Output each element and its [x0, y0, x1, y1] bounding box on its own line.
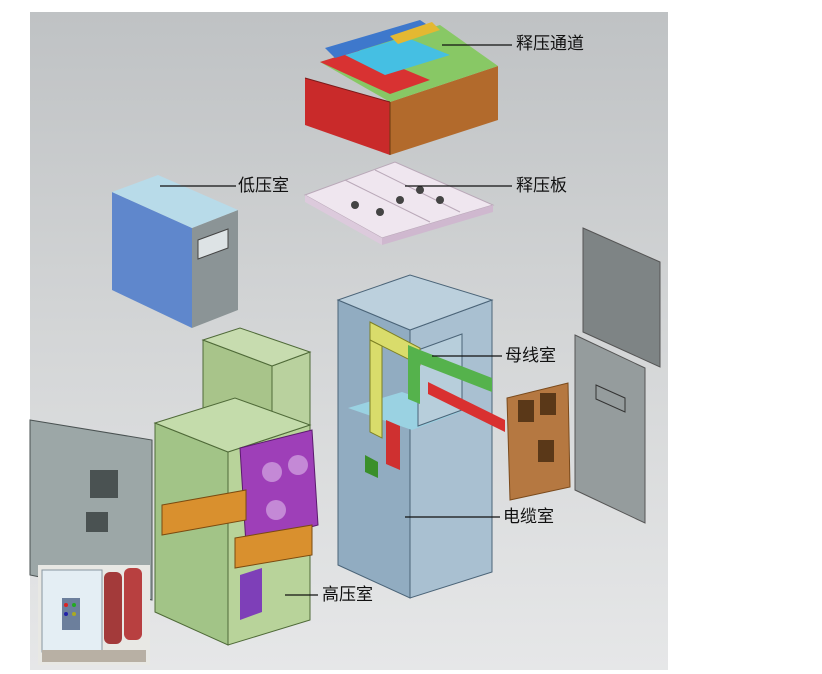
low-voltage-compartment: [112, 175, 238, 328]
pressure-relief-plate: [303, 161, 495, 245]
label-cable-compartment: 电缆室: [503, 507, 554, 527]
busbars: [365, 321, 505, 478]
bushing-plate: [506, 382, 571, 501]
label-relief-plate: 释压板: [516, 176, 567, 196]
pressure-relief-duct: [304, 20, 498, 155]
front-door: [29, 419, 153, 601]
label-lv-compartment: 低压室: [238, 176, 289, 196]
label-hv-compartment: 高压室: [322, 585, 373, 605]
vacuum-breaker-photo: [38, 565, 150, 665]
cable-busbar-frame: [336, 274, 494, 599]
rear-panels: [574, 227, 661, 524]
leader-lines: [160, 44, 512, 596]
label-busbar-compartment: 母线室: [505, 346, 556, 366]
label-relief-duct: 释压通道: [516, 34, 584, 54]
circuit-breaker-parts: [161, 429, 319, 620]
